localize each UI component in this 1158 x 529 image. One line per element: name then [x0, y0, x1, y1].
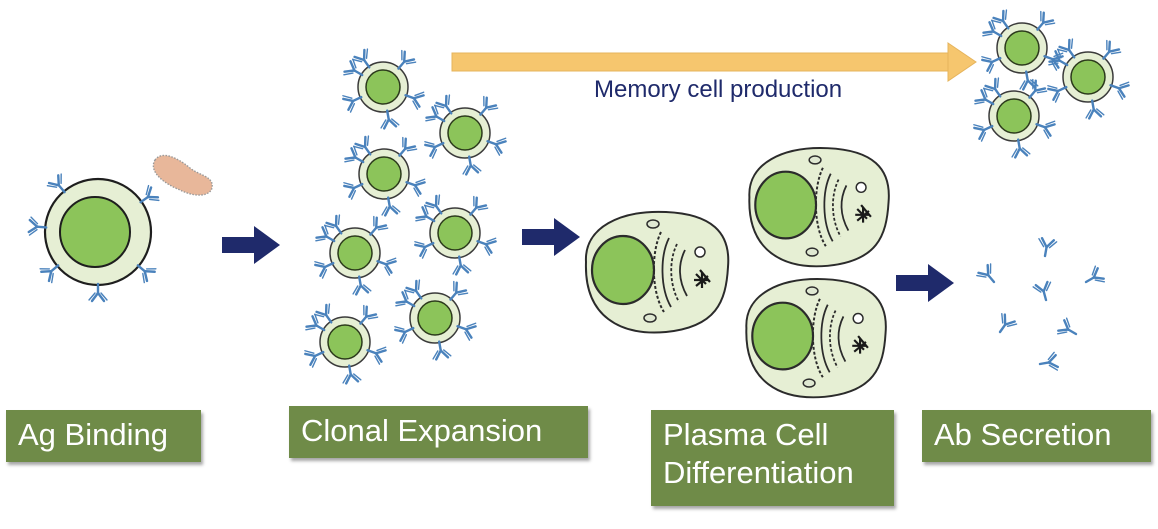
plasma-cell-icon — [748, 146, 890, 268]
memory-cells — [973, 9, 1130, 158]
stage-label-text-line1: Plasma Cell — [663, 417, 829, 452]
stage-label-text: Ab Secretion — [934, 417, 1112, 452]
clonal-cells — [304, 48, 507, 384]
stage-label-text: Clonal Expansion — [301, 413, 543, 448]
memory-arrow-label: Memory cell production — [594, 76, 843, 103]
b-cell-icon — [27, 172, 161, 303]
memory-arrow-icon — [451, 42, 977, 82]
stage-label-clonal-expansion: Clonal Expansion — [289, 406, 588, 458]
stage-label-ab-secretion: Ab Secretion — [922, 410, 1151, 462]
stage-label-plasma-cell-differentiation: Plasma Cell Differentiation — [651, 410, 894, 506]
plasma-cell-icon — [745, 277, 887, 399]
arrow-right-icon — [522, 218, 580, 256]
antibody-icon — [974, 236, 1107, 375]
stage-label-ag-binding: Ag Binding — [6, 410, 201, 462]
stage-label-text: Ag Binding — [18, 417, 168, 452]
stage-label-text-line2: Differentiation — [663, 455, 854, 490]
arrow-right-icon — [896, 264, 954, 302]
arrow-right-icon — [222, 226, 280, 264]
plasma-cell-icon — [584, 210, 730, 334]
bacterium-icon — [152, 154, 213, 196]
